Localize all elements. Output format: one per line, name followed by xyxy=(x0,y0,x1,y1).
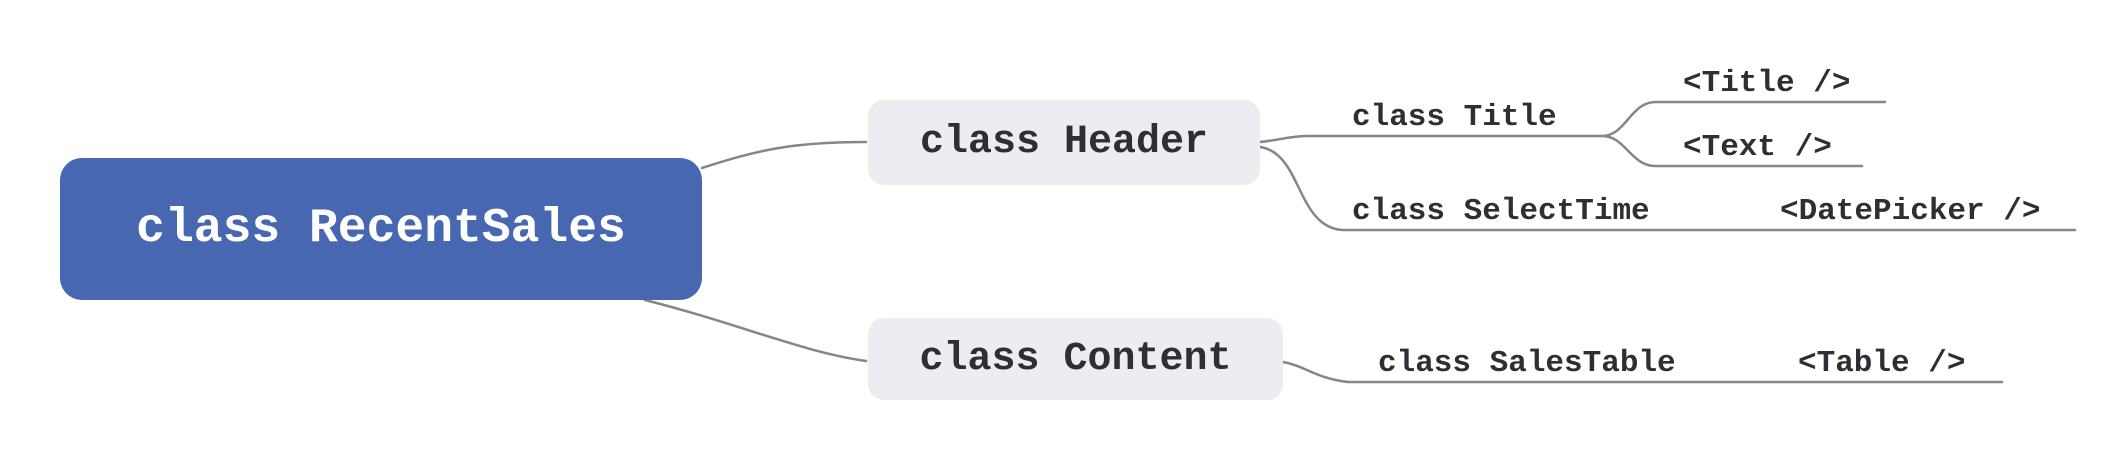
node-class-content-label: class Content xyxy=(919,336,1232,382)
link-root-to-content xyxy=(643,298,868,363)
node-class-content[interactable]: class Content xyxy=(868,318,1283,400)
node-class-header[interactable]: class Header xyxy=(868,100,1260,185)
link-content-to-sales-table xyxy=(1281,360,2004,384)
node-datepicker-component[interactable]: <DatePicker /> xyxy=(1780,194,2041,229)
link-root-to-header xyxy=(700,140,868,170)
node-class-header-label: class Header xyxy=(919,120,1209,165)
node-text-component[interactable]: <Text /> xyxy=(1683,130,1832,165)
link-header-to-class-title xyxy=(1258,134,1604,144)
node-class-recentsales[interactable]: class RecentSales xyxy=(60,158,702,300)
link-class-title-to-title-component xyxy=(1600,100,1887,138)
node-title-component[interactable]: <Title /> xyxy=(1683,66,1851,101)
node-class-title[interactable]: class Title xyxy=(1352,100,1557,135)
node-class-selecttime[interactable]: class SelectTime xyxy=(1352,194,1650,229)
link-class-title-to-text-component xyxy=(1600,134,1864,168)
node-class-recentsales-label: class RecentSales xyxy=(136,202,626,256)
node-table-component[interactable]: <Table /> xyxy=(1798,346,1966,381)
link-header-to-select-time xyxy=(1258,145,2077,232)
node-class-salestable[interactable]: class SalesTable xyxy=(1378,346,1676,381)
